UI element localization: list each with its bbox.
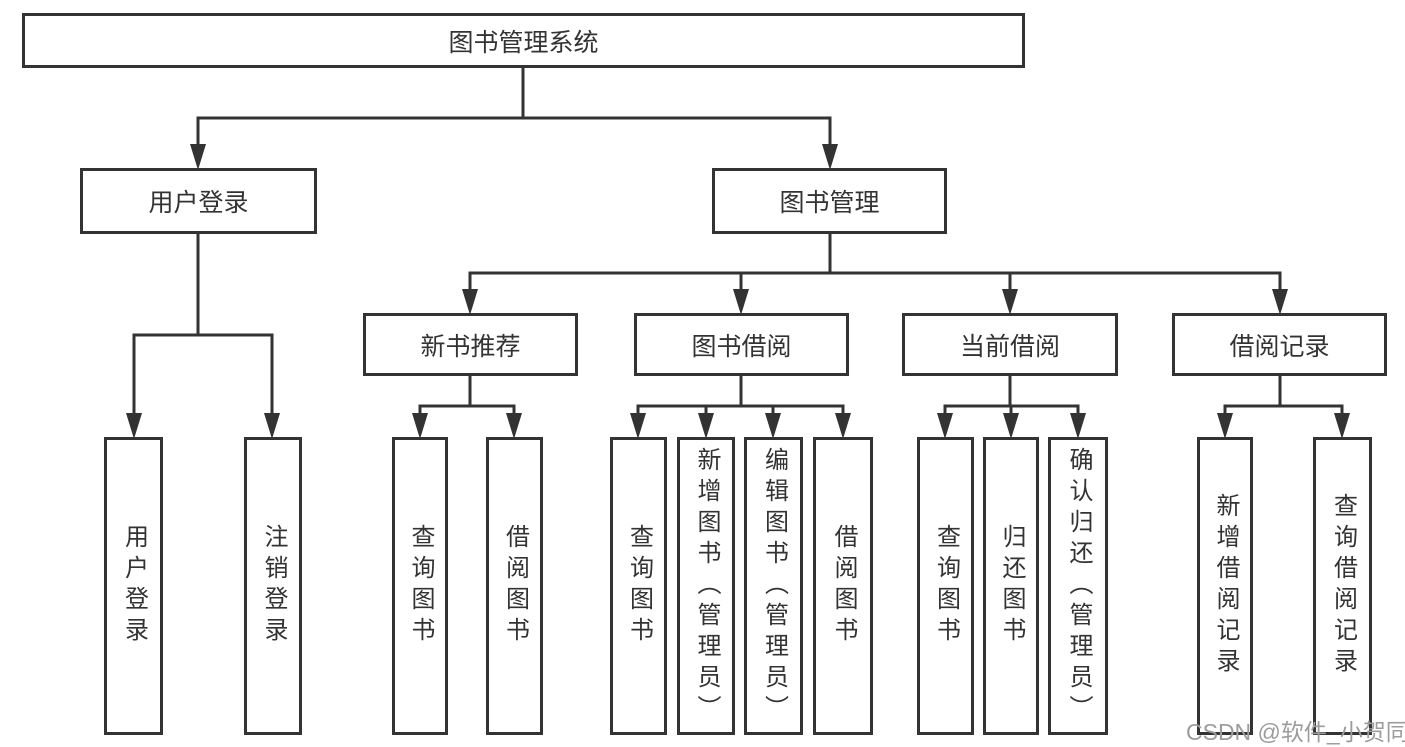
- connector-user-login-children: [132, 232, 274, 423]
- leaf-label: 查询图书: [407, 524, 434, 648]
- leaf-label: 归还图书: [998, 524, 1025, 648]
- node-book-management: 图书管理: [712, 168, 947, 234]
- leaf-borrow-book-recommend: 借阅图书: [486, 437, 543, 735]
- leaf-label: 借阅图书: [501, 524, 529, 648]
- connector-borrow-records-children: [1223, 374, 1344, 423]
- leaf-add-book-admin: 新增图书（管理员）: [677, 437, 735, 735]
- node-new-book-recommend: 新书推荐: [363, 313, 578, 376]
- leaf-label: 借阅图书: [830, 524, 857, 648]
- leaf-label: 编辑图书（管理员）: [760, 446, 788, 726]
- leaf-label: 用户登录: [120, 524, 148, 648]
- node-borrow-records: 借阅记录: [1172, 313, 1387, 376]
- connector-book-mgmt-to-level3: [468, 232, 1282, 299]
- node-book-borrow: 图书借阅: [634, 313, 849, 376]
- leaf-user-login: 用户登录: [104, 437, 163, 735]
- node-library-management-system: 图书管理系统: [22, 13, 1025, 68]
- node-label: 图书管理: [779, 189, 880, 217]
- connector-book-borrow-children: [636, 374, 845, 423]
- leaf-label: 新增图书（管理员）: [693, 446, 720, 726]
- node-label: 借阅记录: [1229, 332, 1330, 361]
- leaf-query-book-current: 查询图书: [917, 437, 974, 735]
- node-label: 当前借阅: [959, 332, 1060, 361]
- leaf-label: 查询图书: [625, 524, 653, 648]
- leaf-query-book-recommend: 查询图书: [392, 437, 448, 735]
- leaf-query-borrow-record: 查询借阅记录: [1313, 437, 1372, 735]
- node-label: 用户登录: [148, 189, 249, 217]
- leaf-label: 新增借阅记录: [1212, 493, 1239, 679]
- csdn-watermark: CSDN @软件_小贺同学: [1186, 719, 1405, 745]
- node-label: 新书推荐: [420, 332, 521, 361]
- connector-root-to-level2: [196, 66, 832, 154]
- node-label: 图书借阅: [691, 332, 792, 361]
- leaf-label: 查询借阅记录: [1329, 493, 1357, 679]
- connector-current-borrow-children: [943, 374, 1080, 423]
- connector-new-book-children: [418, 374, 516, 423]
- leaf-query-book-borrow: 查询图书: [610, 437, 667, 735]
- leaf-borrow-book-borrow: 借阅图书: [813, 437, 873, 735]
- leaf-add-borrow-record: 新增借阅记录: [1197, 437, 1253, 735]
- leaf-label: 查询图书: [932, 524, 960, 648]
- leaf-label: 确认归还（管理员）: [1065, 446, 1092, 726]
- leaf-edit-book-admin: 编辑图书（管理员）: [744, 437, 803, 735]
- leaf-logout: 注销登录: [244, 437, 302, 735]
- node-current-borrow: 当前借阅: [902, 313, 1118, 376]
- leaf-label: 注销登录: [260, 524, 287, 648]
- node-user-login: 用户登录: [80, 168, 317, 234]
- node-label: 图书管理系统: [448, 28, 599, 57]
- leaf-confirm-return-admin: 确认归还（管理员）: [1048, 437, 1108, 735]
- leaf-return-book: 归还图书: [983, 437, 1039, 735]
